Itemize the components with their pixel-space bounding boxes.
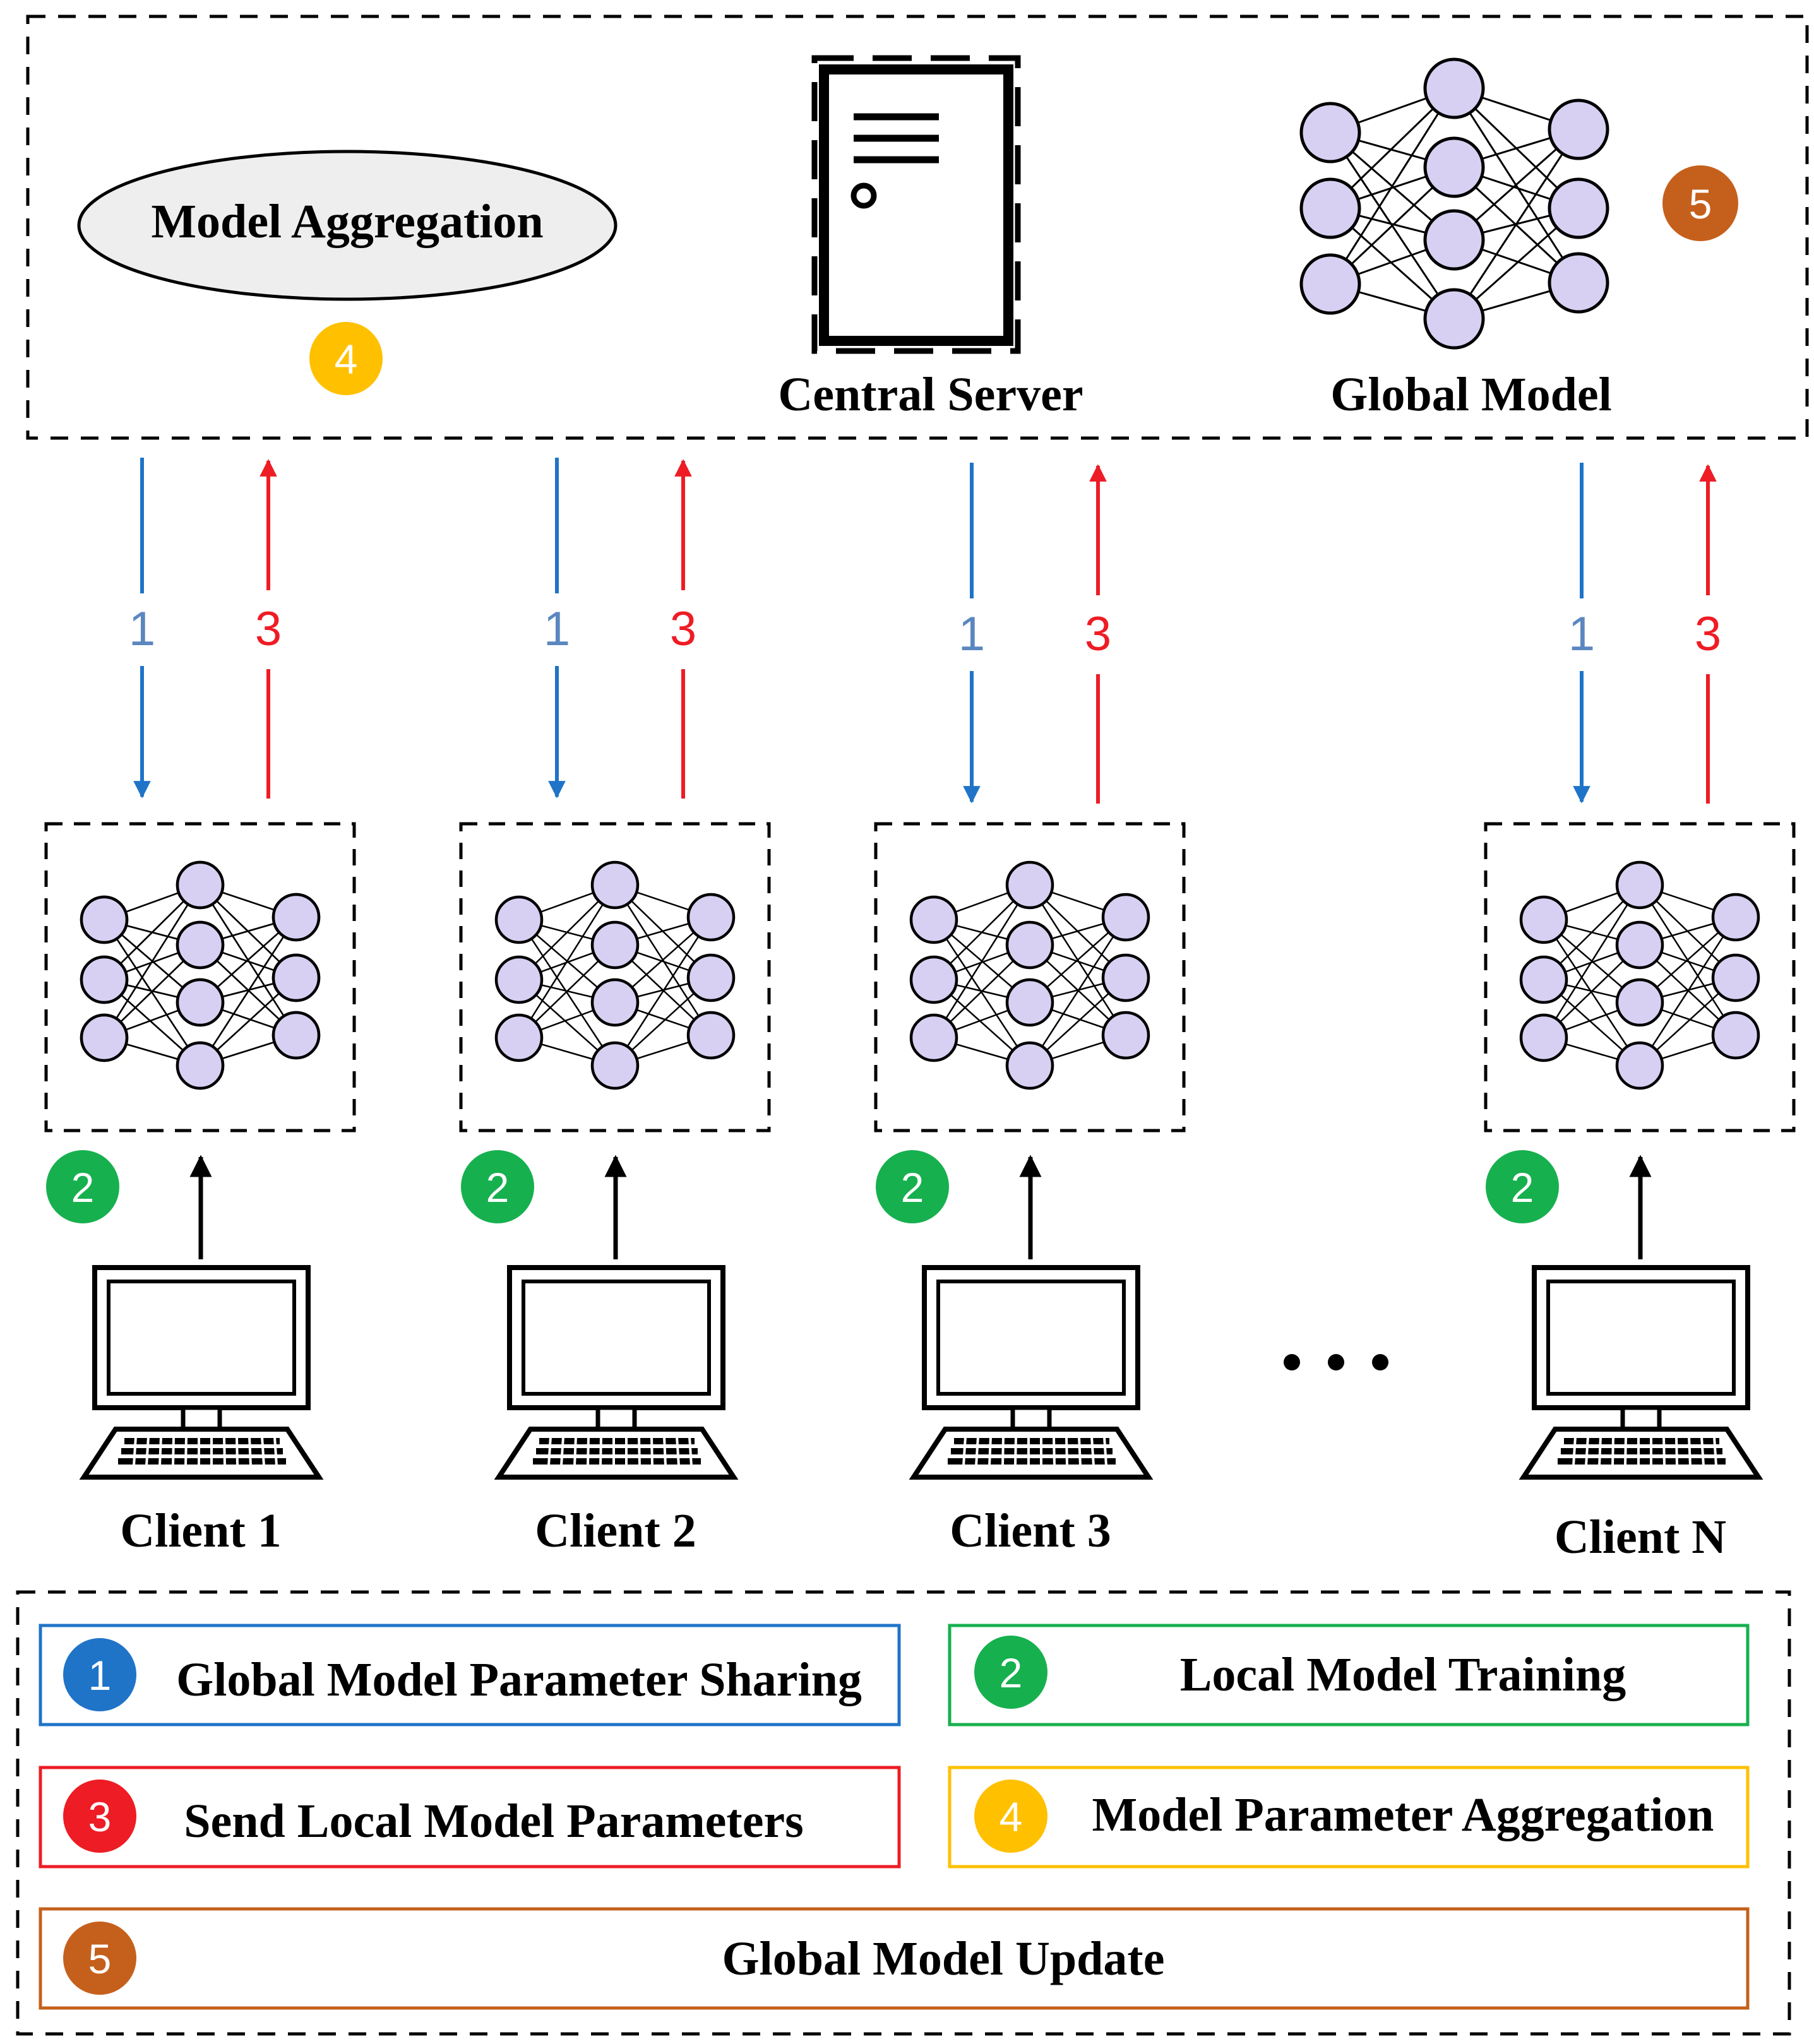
client-name: Client 3 — [950, 1504, 1111, 1557]
step-badge-2 — [46, 1150, 119, 1223]
share-step-label: 1 — [544, 602, 570, 656]
legend-badge-3 — [63, 1780, 136, 1853]
client-model-box — [874, 822, 1186, 1132]
legend-item-2: 2 Local Model Training — [948, 1624, 1750, 1726]
step-badge-5 — [1662, 165, 1738, 241]
client-name: Client 1 — [120, 1504, 281, 1557]
legend-label-4: Model Parameter Aggregation — [1092, 1788, 1714, 1841]
step-badge-2-number: 2 — [486, 1164, 510, 1211]
legend-item-4: 4 Model Parameter Aggregation — [948, 1766, 1750, 1869]
share-step-label: 1 — [1568, 607, 1595, 661]
global-model-label: Global Model — [1330, 368, 1611, 421]
legend-item-3: 3 Send Local Model Parameters — [39, 1766, 901, 1869]
laptop-icon — [914, 1268, 1149, 1477]
laptop-icon — [84, 1268, 319, 1477]
legend-badge-5-number: 5 — [88, 1935, 112, 1982]
upload-step-label: 3 — [1085, 607, 1111, 661]
step-badge-2 — [461, 1150, 534, 1223]
step-badge-2 — [876, 1150, 949, 1223]
step-badge-2-number: 2 — [1511, 1164, 1534, 1211]
central-server-label: Central Server — [778, 368, 1083, 421]
upload-step-label: 3 — [255, 602, 282, 656]
step-badge-2 — [1486, 1150, 1559, 1223]
legend-item-1: 1 Global Model Parameter Sharing — [39, 1624, 901, 1726]
client-model-box — [1484, 822, 1796, 1132]
legend-label-1: Global Model Parameter Sharing — [176, 1653, 862, 1706]
client-name: Client 2 — [535, 1504, 696, 1557]
legend-badge-2-number: 2 — [999, 1649, 1023, 1696]
global-model-network — [1299, 57, 1609, 350]
upload-step-label: 3 — [1695, 607, 1721, 661]
client-model-box — [459, 822, 771, 1132]
server-panel-border — [26, 15, 1809, 440]
legend-badge-3-number: 3 — [88, 1793, 112, 1840]
client-name: Client N — [1554, 1511, 1726, 1564]
legend-label-5: Global Model Update — [722, 1932, 1165, 1985]
legend-border — [16, 1590, 1791, 2036]
share-step-label: 1 — [958, 607, 985, 661]
model-aggregation-ellipse — [77, 150, 618, 301]
legend-badge-4 — [974, 1780, 1047, 1853]
server-icon — [811, 55, 1021, 354]
share-step-label: 1 — [129, 602, 155, 656]
more-clients-ellipsis — [1284, 1354, 1388, 1370]
legend-badge-5 — [63, 1922, 136, 1995]
step-badge-2-number: 2 — [71, 1164, 95, 1211]
local-model-network — [496, 862, 734, 1088]
legend-badge-1-number: 1 — [88, 1652, 112, 1699]
laptop-icon — [499, 1268, 734, 1477]
model-aggregation-label: Model Aggregation — [151, 195, 543, 248]
step-badge-2-number: 2 — [901, 1164, 924, 1211]
legend-label-2: Local Model Training — [1180, 1648, 1626, 1701]
local-model-network — [81, 862, 319, 1088]
legend-label-3: Send Local Model Parameters — [184, 1795, 803, 1848]
legend-badge-1 — [63, 1638, 136, 1711]
laptop-icon — [1524, 1268, 1758, 1477]
client-model-box — [44, 822, 356, 1132]
legend-item-5: 5 Global Model Update — [39, 1907, 1750, 2010]
step-badge-5-number: 5 — [1689, 181, 1712, 227]
legend-badge-2 — [974, 1636, 1047, 1709]
step-badge-4-number: 4 — [335, 336, 358, 383]
legend-badge-4-number: 4 — [999, 1793, 1023, 1840]
upload-step-label: 3 — [670, 602, 696, 656]
server-panel: Model Aggregation 4 Central Server — [26, 15, 1809, 440]
local-model-network — [911, 862, 1149, 1088]
step-badge-4 — [309, 322, 383, 395]
local-model-network — [1521, 862, 1758, 1088]
legend-panel: 1 Global Model Parameter Sharing 2 Local… — [16, 1590, 1791, 2036]
